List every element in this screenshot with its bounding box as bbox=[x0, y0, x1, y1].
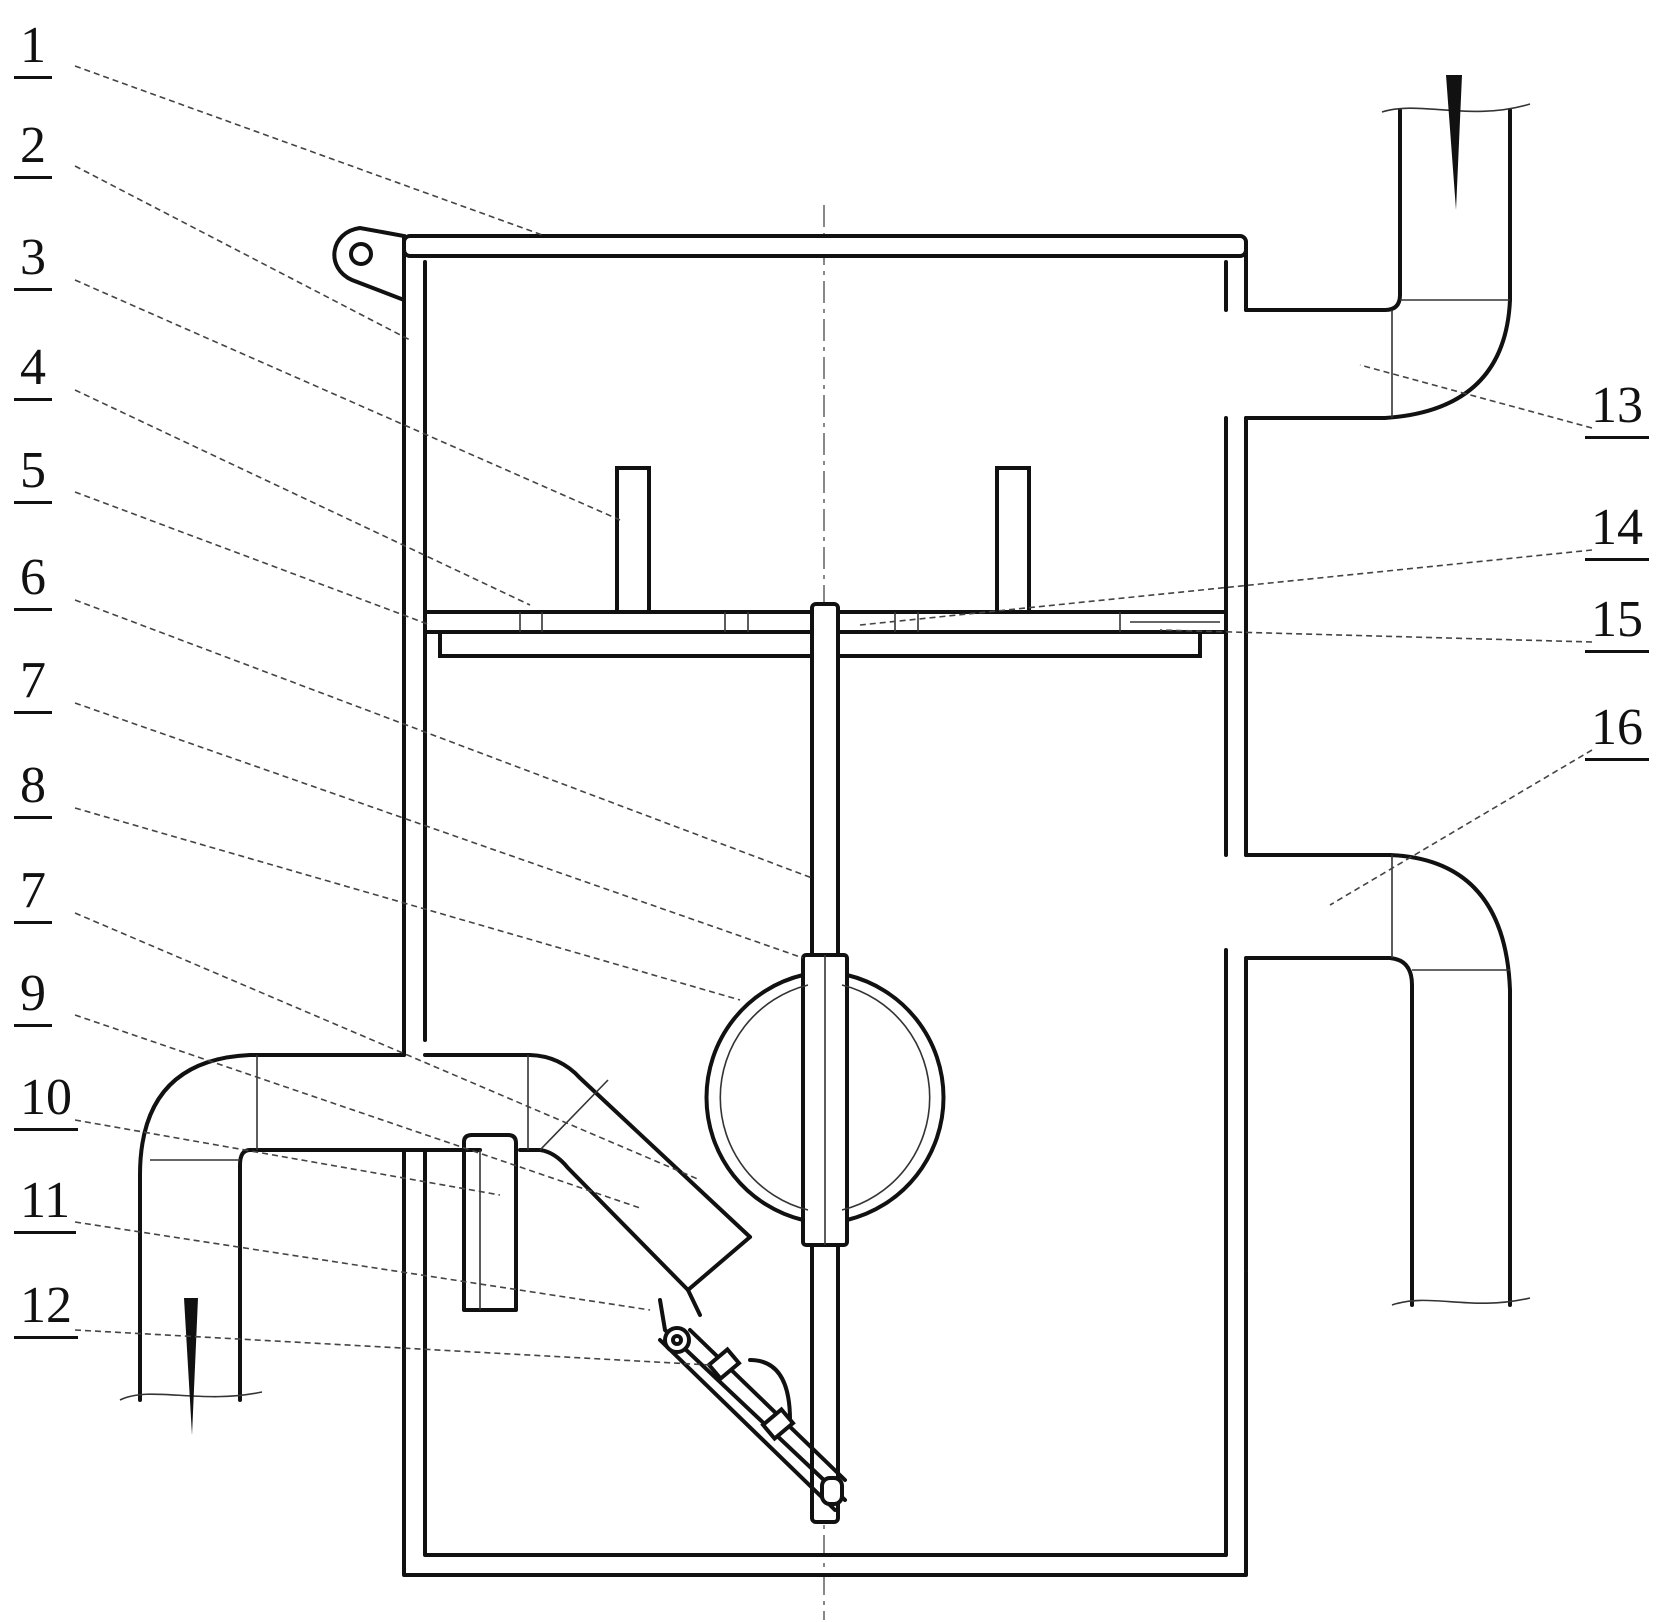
nozzle-right bbox=[995, 466, 1031, 614]
part-label-6: 6 bbox=[14, 552, 52, 611]
float-ball bbox=[704, 973, 946, 1222]
part-label-13: 13 bbox=[1585, 380, 1649, 439]
part-label-7a: 7 bbox=[14, 655, 52, 714]
sludge-outlet-pipe bbox=[119, 1053, 752, 1435]
nozzle-left bbox=[615, 466, 651, 614]
part-label-8: 8 bbox=[14, 760, 52, 819]
inlet-pipe bbox=[1244, 75, 1531, 420]
valve-linkage bbox=[658, 1288, 847, 1512]
leader-lines-right bbox=[859, 364, 1593, 906]
part-label-11: 11 bbox=[14, 1175, 77, 1234]
part-label-12: 12 bbox=[14, 1280, 78, 1339]
outlet-arrow-icon bbox=[184, 1298, 198, 1435]
part-label-10: 10 bbox=[14, 1072, 78, 1131]
float-rod bbox=[801, 602, 849, 1524]
part-label-5: 5 bbox=[14, 445, 52, 504]
part-label-7b: 7 bbox=[14, 865, 52, 924]
tank-shell bbox=[402, 240, 1248, 1577]
part-label-9: 9 bbox=[14, 968, 52, 1027]
part-label-4: 4 bbox=[14, 342, 52, 401]
part-label-15: 15 bbox=[1585, 594, 1649, 653]
part-label-1: 1 bbox=[14, 20, 52, 79]
part-label-14: 14 bbox=[1585, 502, 1649, 561]
lid bbox=[332, 225, 1248, 303]
clean-outlet-pipe bbox=[1244, 853, 1531, 1307]
leader-lines-left bbox=[74, 65, 813, 1366]
inlet-arrow-icon bbox=[1446, 75, 1462, 210]
part-label-2: 2 bbox=[14, 120, 52, 179]
part-label-3: 3 bbox=[14, 232, 52, 291]
part-label-16: 16 bbox=[1585, 702, 1649, 761]
baffle bbox=[462, 1133, 518, 1312]
